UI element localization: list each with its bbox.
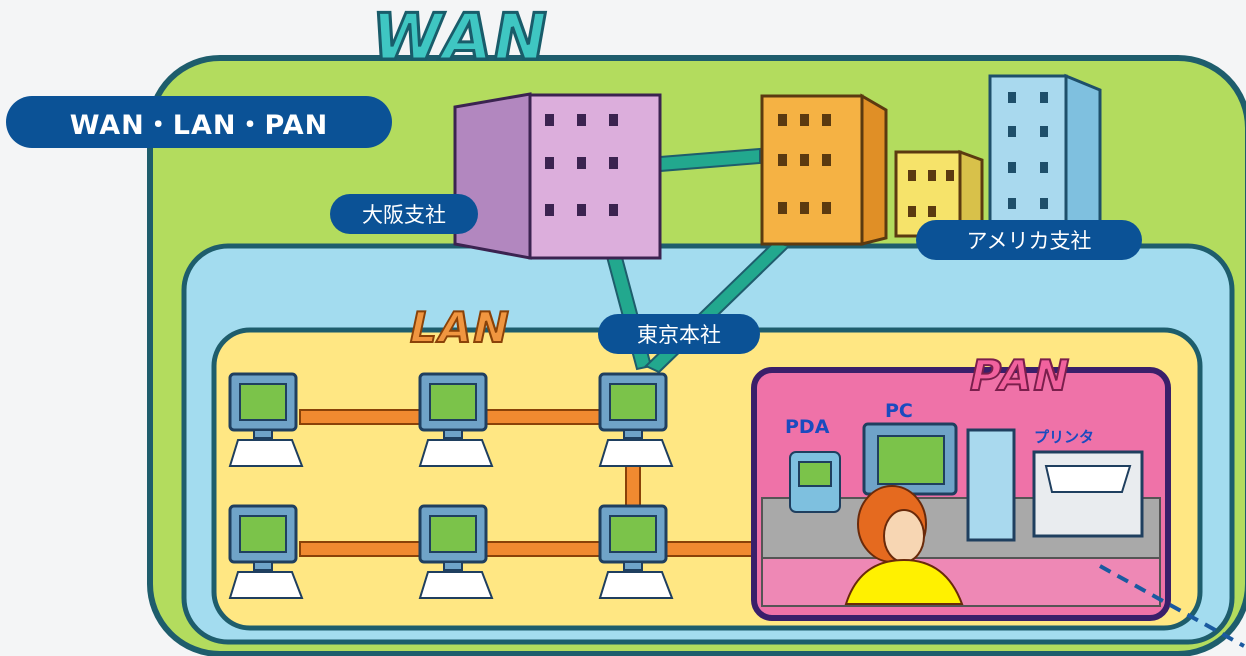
lan-computer-6 bbox=[598, 504, 674, 599]
pan-room bbox=[751, 367, 1171, 621]
osaka-branch-label: 大阪支社 bbox=[330, 194, 478, 234]
tokyo-headquarters-label: 東京本社 bbox=[598, 314, 760, 354]
lan-computer-1 bbox=[228, 372, 304, 467]
pda-label: PDA bbox=[785, 416, 830, 438]
person-at-pc bbox=[844, 485, 964, 605]
lan-zone-label: LAN bbox=[404, 302, 517, 353]
osaka-building bbox=[453, 92, 662, 260]
lan-computer-3 bbox=[598, 372, 674, 467]
dashed-connector bbox=[1099, 564, 1245, 648]
pc-tower bbox=[966, 428, 1016, 542]
wan-zone-label: WAN bbox=[364, 0, 557, 77]
america-branch-label: アメリカ支社 bbox=[916, 220, 1142, 260]
printer-device bbox=[1032, 450, 1144, 538]
pc-label: PC bbox=[885, 400, 913, 422]
printer-label: プリンタ bbox=[1034, 428, 1095, 446]
lan-computer-4 bbox=[228, 504, 304, 599]
pc-monitor bbox=[862, 422, 958, 496]
pda-device bbox=[789, 451, 841, 513]
pan-zone-label: PAN bbox=[964, 350, 1077, 401]
lan-computer-5 bbox=[418, 504, 494, 599]
diagram-title: WAN・LAN・PAN bbox=[6, 96, 392, 148]
lan-computer-2 bbox=[418, 372, 494, 467]
